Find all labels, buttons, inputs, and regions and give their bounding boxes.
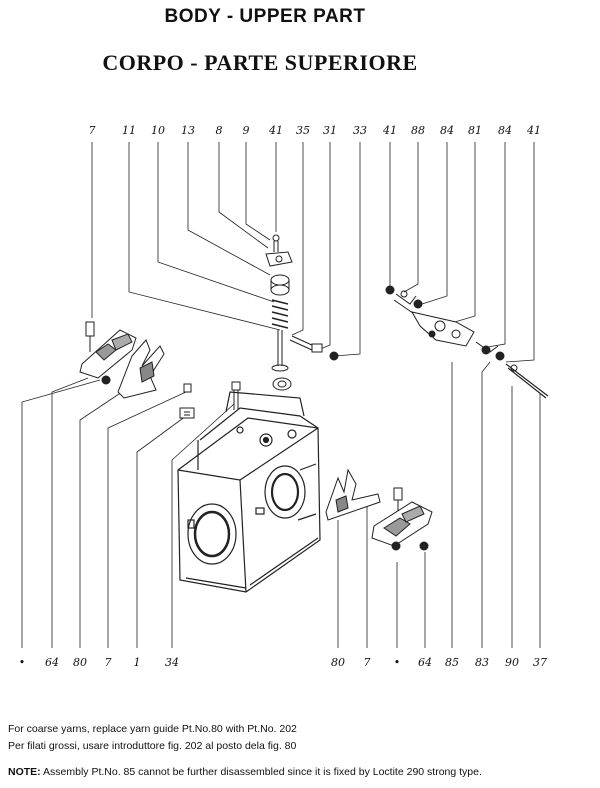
bottom-left-leader-lines xyxy=(21,377,235,648)
tension-lever-assembly xyxy=(385,285,549,399)
top-callout-9: 33 xyxy=(353,124,367,137)
top-callout-1: 11 xyxy=(122,124,136,137)
bottom-right-leader-lines xyxy=(337,361,541,648)
bottom-callout-right-2: • xyxy=(394,656,401,669)
page-title: BODY - UPPER PART xyxy=(164,6,366,27)
bottom-callout-left-4: 1 xyxy=(134,656,141,669)
note-label: NOTE: xyxy=(8,766,41,778)
right-yarn-guide-assembly xyxy=(325,468,433,551)
top-callout-6: 41 xyxy=(268,124,283,137)
top-callout-11: 88 xyxy=(411,124,425,137)
top-callout-13: 81 xyxy=(468,124,482,137)
bottom-callout-left-3: 7 xyxy=(105,656,112,669)
plunger-stack xyxy=(265,234,339,391)
bottom-callout-right-0: 80 xyxy=(331,656,345,669)
bottom-callout-labels: • 64 80 7 1 34 80 7 • 64 85 83 90 37 xyxy=(19,656,547,669)
top-callout-8: 31 xyxy=(323,124,337,137)
note-italian: Per filati grossi, usare introduttore fi… xyxy=(8,740,297,752)
top-callout-3: 13 xyxy=(181,124,195,137)
bottom-callout-left-0: • xyxy=(19,656,26,669)
note-english: For coarse yarns, replace yarn guide Pt.… xyxy=(8,723,297,735)
top-callout-12: 84 xyxy=(440,124,454,137)
top-callout-10: 41 xyxy=(382,124,397,137)
body-casting xyxy=(177,391,321,593)
top-callout-0: 7 xyxy=(89,124,96,137)
bottom-callout-right-6: 90 xyxy=(505,656,519,669)
bottom-callout-left-1: 64 xyxy=(45,656,59,669)
top-callout-7: 35 xyxy=(296,124,310,137)
bottom-callout-right-4: 85 xyxy=(445,656,459,669)
bottom-callout-right-1: 7 xyxy=(364,656,371,669)
top-callout-2: 10 xyxy=(151,124,165,137)
top-callout-4: 8 xyxy=(216,124,223,137)
top-callout-15: 41 xyxy=(526,124,541,137)
assembly-note: NOTE: Assembly Pt.No. 85 cannot be furth… xyxy=(8,766,482,778)
bottom-callout-right-7: 37 xyxy=(533,656,547,669)
bottom-callout-left-5: 34 xyxy=(165,656,179,669)
top-callout-14: 84 xyxy=(498,124,512,137)
bottom-callout-left-2: 80 xyxy=(73,656,87,669)
middle-bolts xyxy=(179,381,241,419)
bottom-callout-right-3: 64 xyxy=(418,656,432,669)
left-yarn-guide-assembly xyxy=(79,321,165,399)
page-subtitle: CORPO - PARTE SUPERIORE xyxy=(102,50,418,75)
bottom-callout-right-5: 83 xyxy=(475,656,489,669)
top-callout-5: 9 xyxy=(243,124,250,137)
top-callout-labels: 7 11 10 13 8 9 41 35 31 33 41 88 84 81 84 41 xyxy=(89,124,542,137)
note-text: Assembly Pt.No. 85 cannot be further dis… xyxy=(43,766,482,778)
